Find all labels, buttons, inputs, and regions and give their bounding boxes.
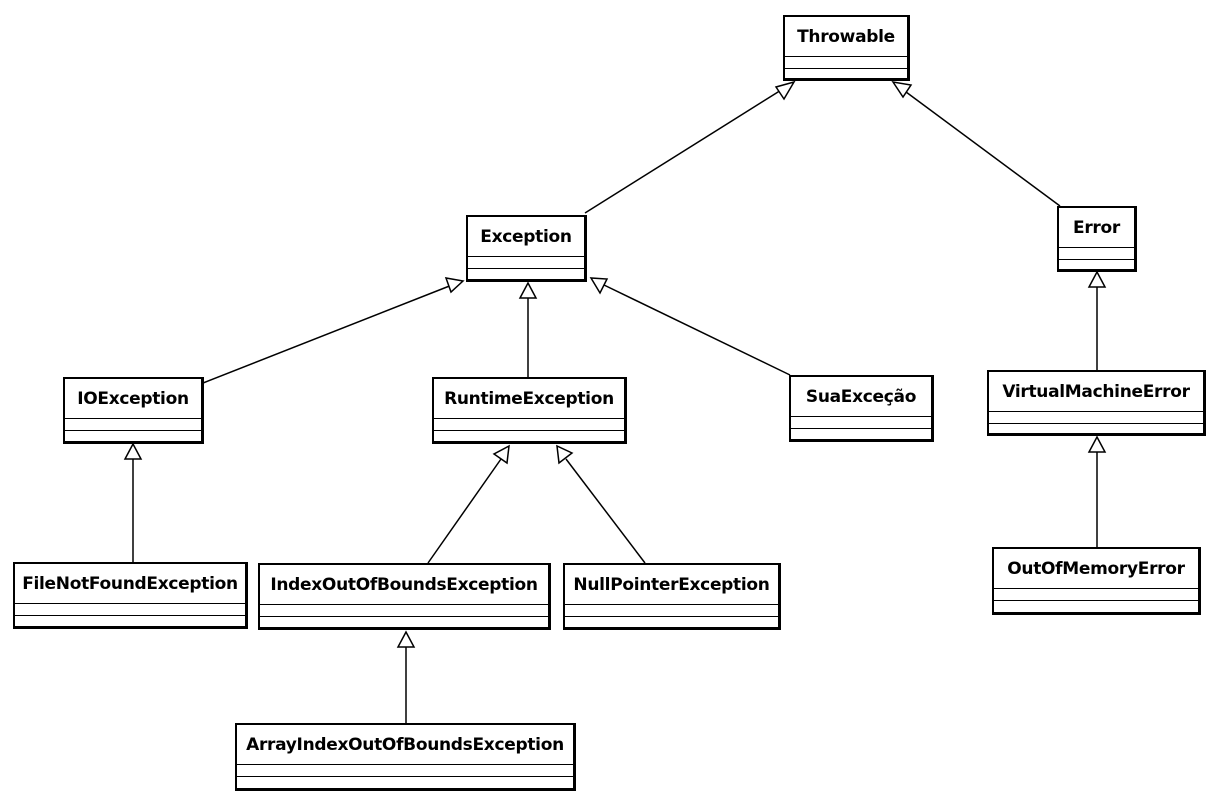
class-outofmemoryerror[interactable]: OutOfMemoryError xyxy=(992,547,1201,615)
edge-ioexception-exception xyxy=(202,284,453,384)
class-runtimeexception[interactable]: RuntimeException xyxy=(432,377,627,444)
attributes-compartment xyxy=(15,604,245,616)
methods-compartment xyxy=(1059,260,1134,271)
attributes-compartment xyxy=(434,419,624,431)
class-name: RuntimeException xyxy=(434,379,624,419)
attributes-compartment xyxy=(791,417,931,429)
class-indexoutofboundsexception[interactable]: IndexOutOfBoundsException xyxy=(258,563,551,630)
class-name: IOException xyxy=(65,379,201,419)
attributes-compartment xyxy=(468,257,584,269)
class-name: Error xyxy=(1059,208,1134,248)
class-nullpointerexception[interactable]: NullPointerException xyxy=(563,563,781,630)
arrowhead-suaexcecao-exception xyxy=(589,277,609,295)
methods-compartment xyxy=(785,69,907,80)
class-name: FileNotFoundException xyxy=(15,564,245,604)
class-exception[interactable]: Exception xyxy=(466,215,587,282)
class-name: OutOfMemoryError xyxy=(994,549,1198,589)
class-name: NullPointerException xyxy=(565,565,778,605)
arrowhead-ioexception-exception xyxy=(444,277,465,294)
methods-compartment xyxy=(994,601,1198,612)
class-suaexcecao[interactable]: SuaExceção xyxy=(789,375,934,442)
class-filenotfoundexception[interactable]: FileNotFoundException xyxy=(13,562,248,629)
arrowhead-outofmemory-virtualmachineerror xyxy=(1087,435,1107,453)
edge-suaexcecao-exception xyxy=(603,284,791,376)
class-name: ArrayIndexOutOfBoundsException xyxy=(237,725,573,765)
class-name: SuaExceção xyxy=(791,377,931,417)
attributes-compartment xyxy=(565,605,778,617)
class-ioexception[interactable]: IOException xyxy=(63,377,204,444)
arrowhead-arrayindex-indexoutofbounds xyxy=(396,630,416,648)
arrowhead-error-throwable xyxy=(891,80,913,99)
methods-compartment xyxy=(791,429,931,440)
arrowhead-exception-throwable xyxy=(774,80,796,101)
attributes-compartment xyxy=(65,419,201,431)
attributes-compartment xyxy=(785,57,907,69)
attributes-compartment xyxy=(237,765,573,777)
attributes-compartment xyxy=(989,412,1203,424)
arrowhead-runtimeexception-exception xyxy=(518,281,538,299)
edge-exception-throwable xyxy=(584,86,787,214)
class-name: IndexOutOfBoundsException xyxy=(260,565,548,605)
edge-indexoutofbounds-runtimeexception xyxy=(427,458,502,564)
attributes-compartment xyxy=(994,589,1198,601)
class-arrayindexoutofboundsexception[interactable]: ArrayIndexOutOfBoundsException xyxy=(235,723,576,791)
methods-compartment xyxy=(989,424,1203,435)
class-name: VirtualMachineError xyxy=(989,372,1203,412)
class-name: Throwable xyxy=(785,17,907,57)
arrowhead-filenotfoundexception-ioexception xyxy=(123,442,143,460)
attributes-compartment xyxy=(260,605,548,617)
arrowhead-virtualmachineerror-error xyxy=(1087,270,1107,288)
methods-compartment xyxy=(468,269,584,280)
methods-compartment xyxy=(565,617,778,628)
methods-compartment xyxy=(65,431,201,442)
methods-compartment xyxy=(15,616,245,627)
class-error[interactable]: Error xyxy=(1057,206,1137,272)
class-virtualmachineerror[interactable]: VirtualMachineError xyxy=(987,370,1206,436)
methods-compartment xyxy=(434,431,624,442)
arrowhead-indexoutofbounds-runtimeexception xyxy=(492,444,510,465)
methods-compartment xyxy=(237,777,573,788)
class-name: Exception xyxy=(468,217,584,257)
arrowhead-nullpointer-runtimeexception xyxy=(556,444,574,465)
methods-compartment xyxy=(260,617,548,628)
edge-nullpointer-runtimeexception xyxy=(565,458,646,564)
class-throwable[interactable]: Throwable xyxy=(783,15,910,81)
edge-error-throwable xyxy=(901,88,1061,207)
attributes-compartment xyxy=(1059,248,1134,260)
